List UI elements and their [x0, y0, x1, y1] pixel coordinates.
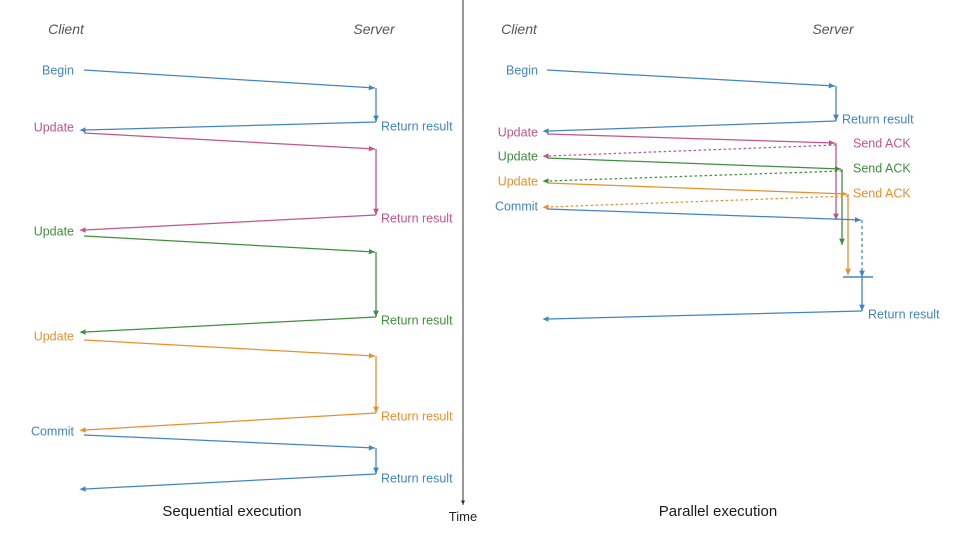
actor-label-client: Client [48, 21, 85, 37]
message-label: Send ACK [853, 161, 911, 175]
message-arrow [542, 195, 849, 210]
panel-caption: Sequential execution [162, 503, 301, 520]
message-arrow [546, 182, 848, 197]
message-arrow [79, 316, 377, 335]
message-arrow [79, 214, 377, 233]
message-label: Update [34, 329, 74, 343]
time-axis-layer: Time [449, 0, 477, 524]
message-arrow [83, 132, 376, 152]
message-label: Return result [381, 211, 453, 225]
message-label: Update [34, 224, 74, 238]
time-axis-label: Time [449, 509, 477, 524]
message-label: Begin [42, 63, 74, 77]
message-label: Return result [381, 471, 453, 485]
actor-label-server: Server [353, 21, 396, 37]
message-label: Return result [381, 409, 453, 423]
message-label: Update [498, 149, 538, 163]
message-label: Commit [31, 424, 75, 438]
message-label: Update [498, 125, 538, 139]
message-arrow [542, 144, 837, 159]
message-arrow [546, 69, 836, 89]
message-label: Begin [506, 63, 538, 77]
message-label: Commit [495, 199, 539, 213]
actor-label-server: Server [812, 21, 855, 37]
actor-label-client: Client [501, 21, 538, 37]
message-arrow [83, 235, 376, 255]
message-label: Return result [381, 119, 453, 133]
message-label: Send ACK [853, 136, 911, 150]
message-arrow [546, 133, 836, 146]
message-arrow [79, 473, 377, 492]
message-arrow [83, 339, 376, 359]
message-label: Update [498, 174, 538, 188]
message-arrow [546, 157, 842, 172]
message-arrow [542, 170, 843, 184]
message-label: Send ACK [853, 186, 911, 200]
message-label: Return result [381, 313, 453, 327]
message-arrow [83, 69, 376, 91]
message-arrow [83, 434, 376, 451]
message-arrow [79, 412, 377, 433]
message-arrow [542, 120, 837, 134]
message-arrow [542, 310, 863, 322]
message-label: Return result [868, 307, 940, 321]
message-arrow [546, 208, 862, 223]
message-arrow [79, 121, 377, 133]
panel-caption: Parallel execution [659, 503, 777, 520]
message-label: Return result [842, 112, 914, 126]
message-label: Update [34, 120, 74, 134]
